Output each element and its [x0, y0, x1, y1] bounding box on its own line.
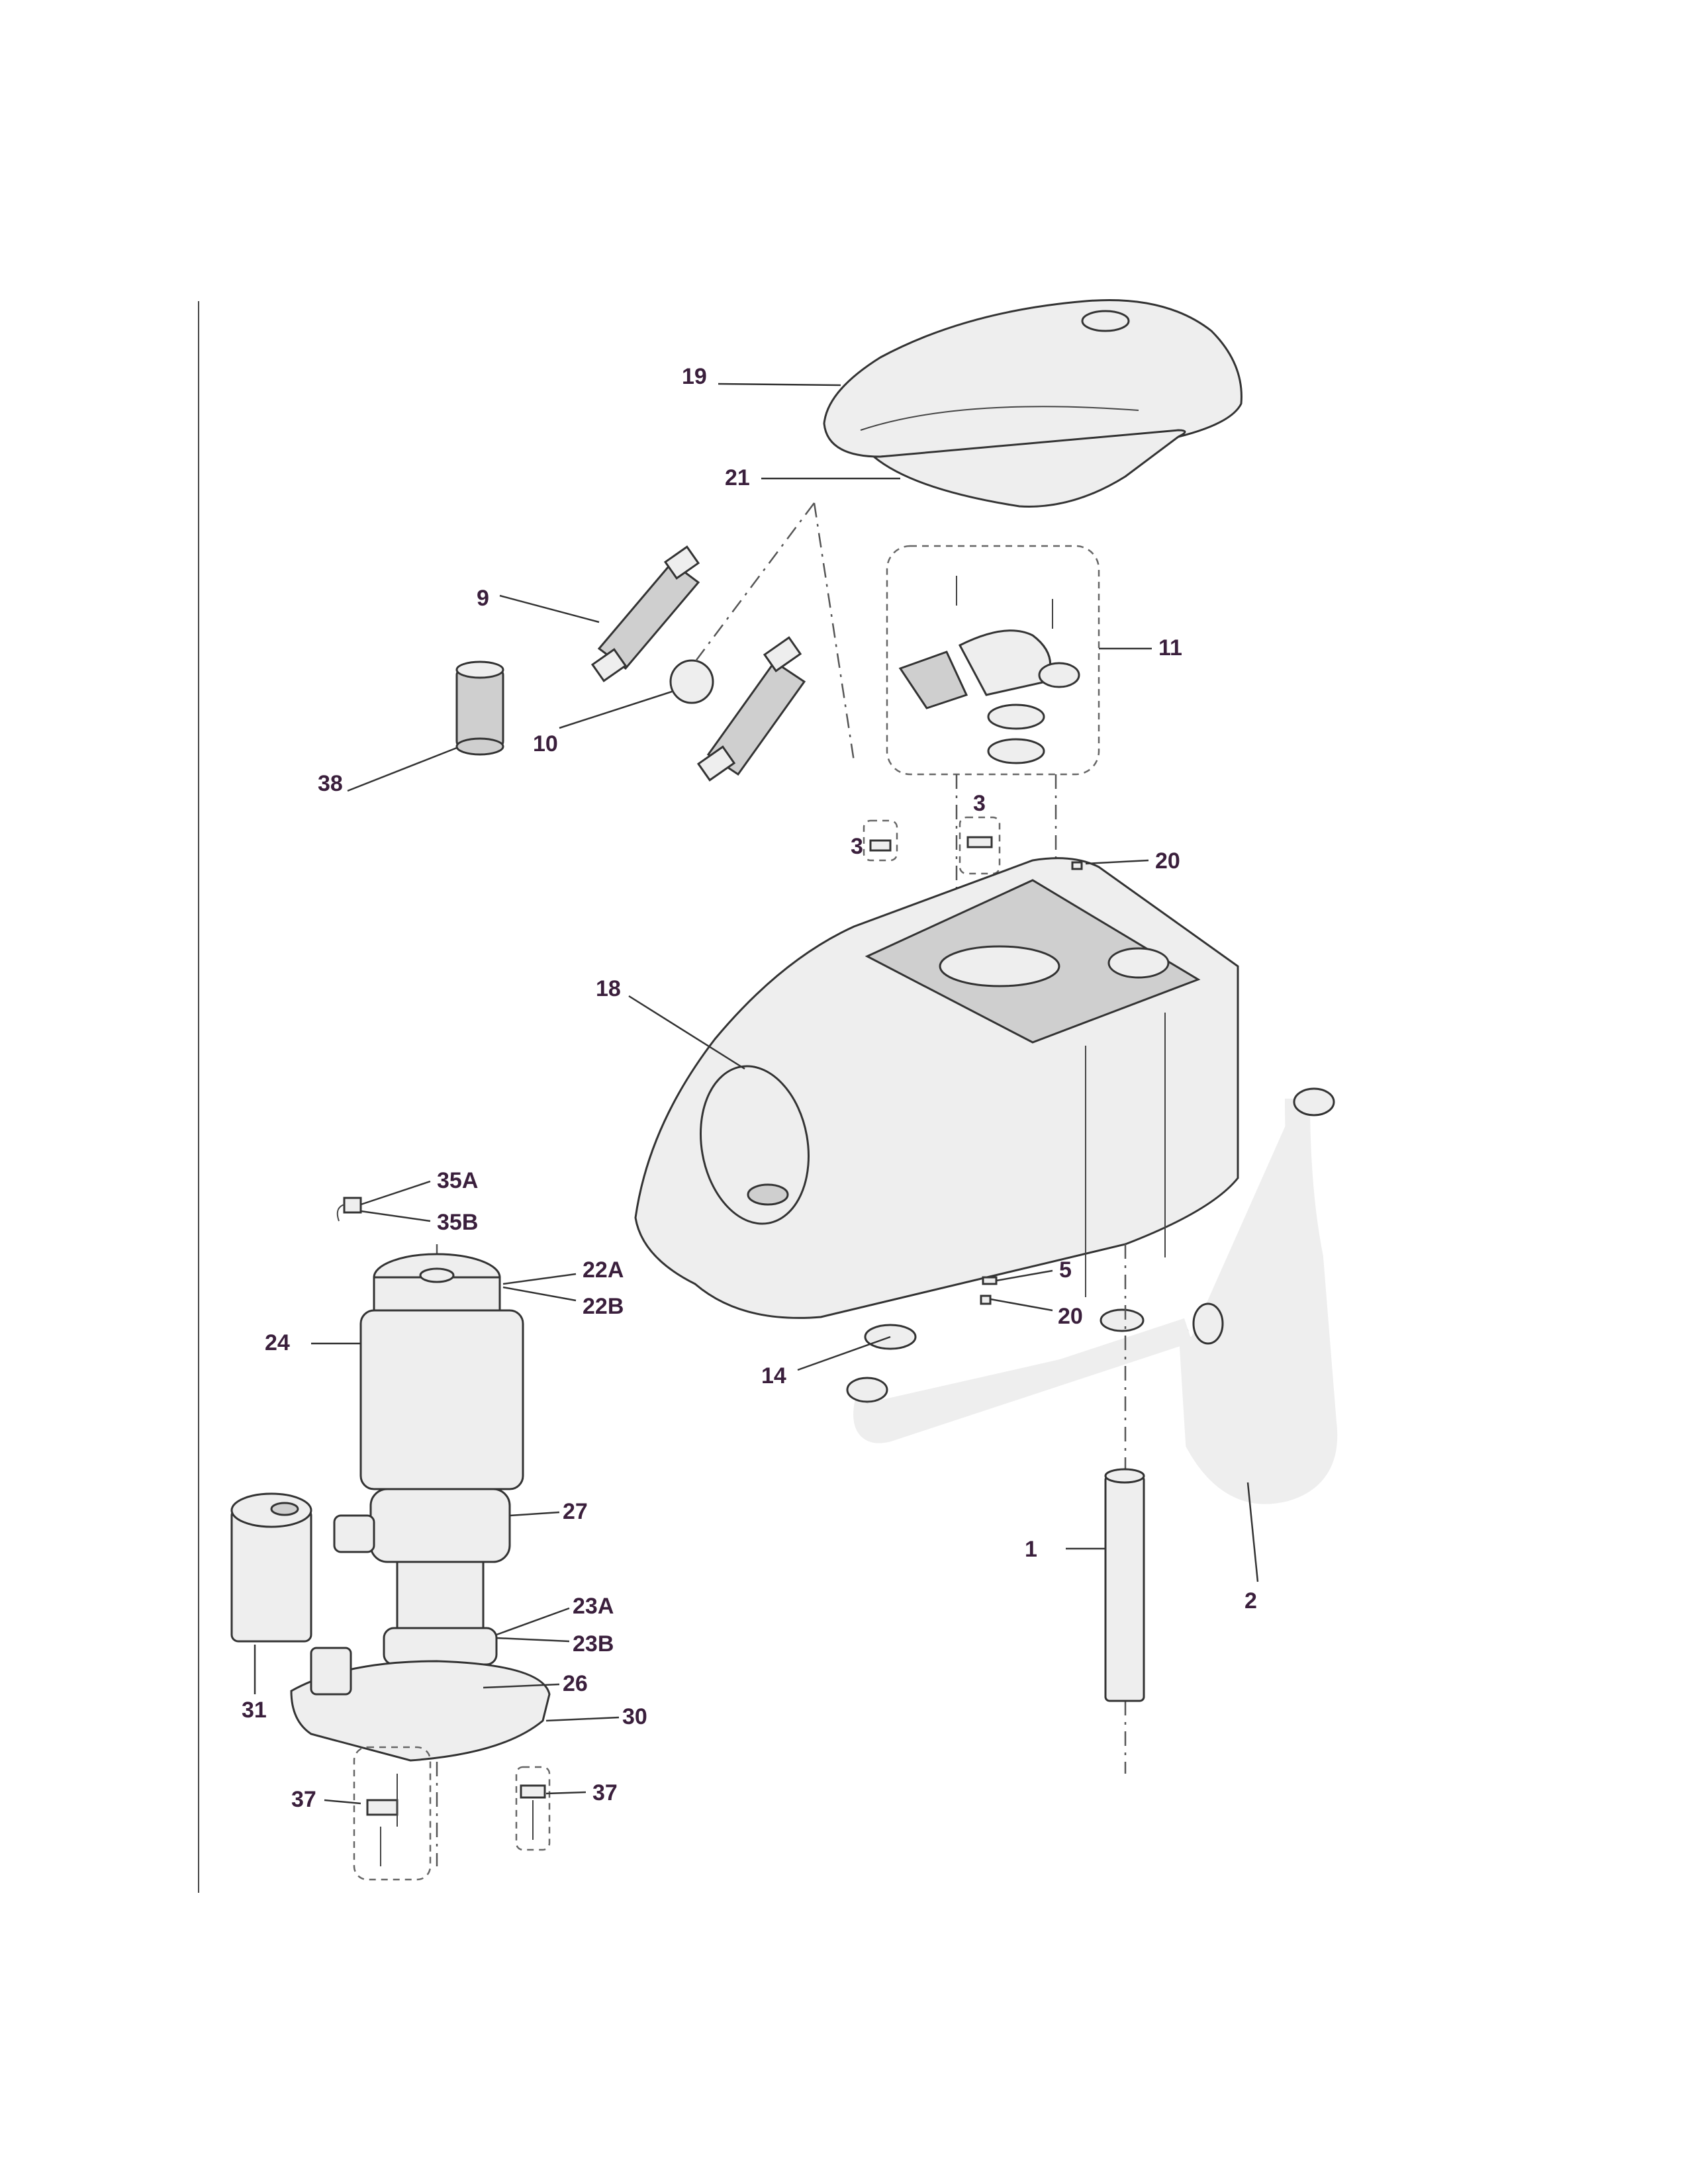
part-19-top-cover — [823, 298, 1243, 458]
part-20-screw-lower — [980, 1295, 992, 1305]
callout-2: 2 — [1244, 1588, 1257, 1614]
callout-37-left: 37 — [291, 1787, 316, 1812]
callout-10: 10 — [533, 731, 558, 756]
part-3-clip-right — [959, 816, 1001, 875]
callout-31: 31 — [242, 1698, 267, 1723]
callout-20-upper: 20 — [1155, 848, 1180, 874]
part-5-screw — [982, 1276, 998, 1285]
callout-37-right: 37 — [592, 1780, 618, 1805]
callout-21: 21 — [725, 465, 750, 490]
part-37-bolt-set-right — [515, 1766, 551, 1851]
part-9b-filter-cartridge — [696, 636, 806, 782]
part-10-ball — [669, 659, 714, 704]
part-37-bolt-set-left — [353, 1746, 432, 1881]
callout-30: 30 — [622, 1704, 647, 1729]
callout-3-right: 3 — [973, 791, 986, 816]
part-20-screw-upper — [1071, 861, 1083, 870]
callout-22a: 22A — [583, 1257, 624, 1283]
callout-3-left: 3 — [851, 834, 863, 859]
part-9-filter-cartridge — [590, 545, 700, 682]
part-31-cylinder — [230, 1492, 312, 1643]
part-11-valve-assembly — [886, 545, 1100, 776]
callout-1: 1 — [1025, 1537, 1037, 1562]
callout-22b: 22B — [583, 1294, 624, 1319]
part-2-drain-hose — [846, 1087, 1338, 1504]
callout-9: 9 — [477, 586, 489, 611]
callout-14: 14 — [761, 1363, 786, 1388]
part-30-base-plate — [290, 1647, 551, 1762]
part-23-coupling — [383, 1561, 498, 1666]
leader-lines — [254, 383, 1259, 1805]
part-21-gasket — [870, 429, 1186, 508]
part-18-tank-body — [634, 857, 1239, 1319]
part-38-mesh-filter — [455, 660, 504, 756]
part-27-motor-adapter — [333, 1488, 511, 1563]
callout-23a: 23A — [573, 1594, 614, 1619]
callout-35b: 35B — [437, 1210, 478, 1235]
callout-38: 38 — [318, 771, 343, 796]
part-3-clip-left — [863, 819, 898, 862]
callout-23b: 23B — [573, 1631, 614, 1657]
callout-20-lower: 20 — [1058, 1304, 1083, 1329]
callout-18: 18 — [596, 976, 621, 1001]
part-35-clip — [336, 1197, 362, 1222]
part-1-pipe — [1104, 1468, 1145, 1702]
callout-27: 27 — [563, 1499, 588, 1524]
part-14b-hose-clamp — [1100, 1308, 1145, 1332]
part-24-motor-housing — [359, 1253, 524, 1490]
callout-5: 5 — [1059, 1257, 1072, 1283]
callout-24: 24 — [265, 1330, 290, 1355]
callout-26: 26 — [563, 1671, 588, 1696]
callout-19: 19 — [682, 364, 707, 389]
callout-11: 11 — [1158, 635, 1182, 660]
callout-35a: 35A — [437, 1168, 478, 1193]
